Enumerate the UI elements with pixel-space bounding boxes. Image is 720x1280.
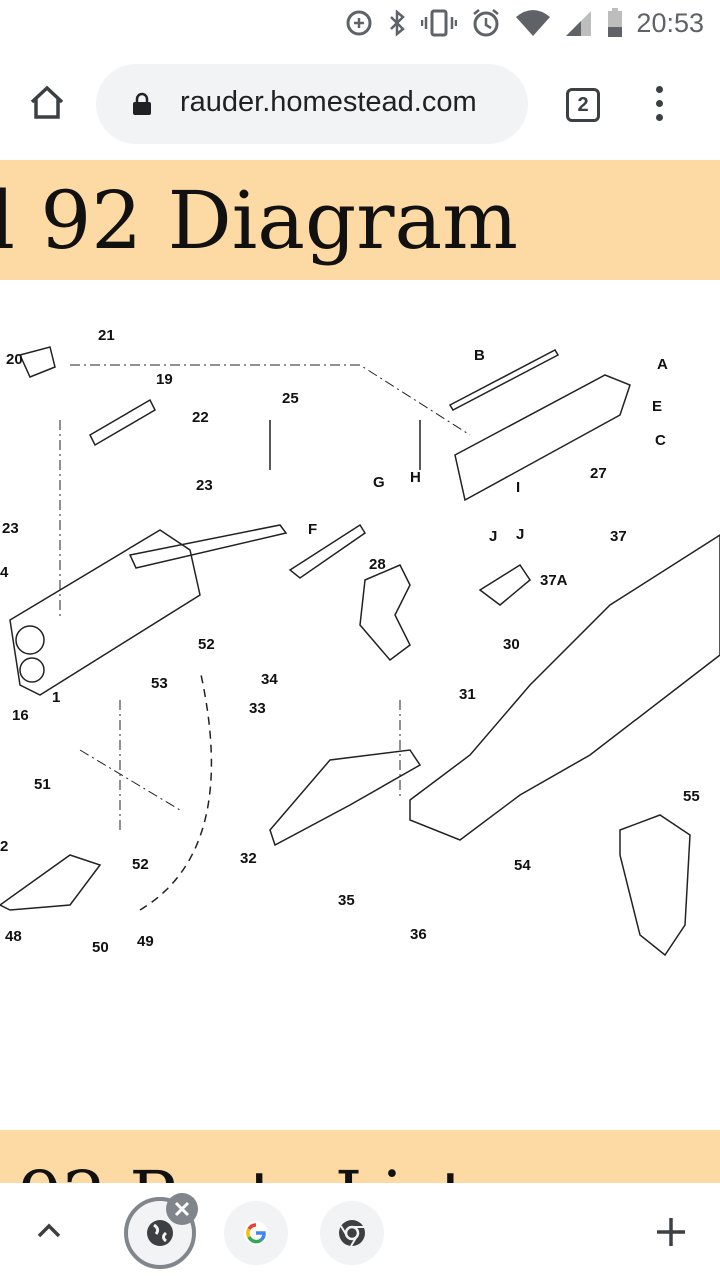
status-icons [345, 8, 623, 38]
part-label: I [516, 479, 520, 496]
part-label: 1 [52, 689, 60, 706]
chevron-up-icon[interactable] [36, 1221, 62, 1239]
receiver-part [9, 529, 201, 696]
part-label: 28 [369, 556, 386, 573]
buttplate-part [619, 814, 691, 957]
stock-part [409, 534, 720, 841]
part-label: J [489, 528, 497, 545]
bluetooth-icon [390, 9, 405, 37]
part-label: 31 [459, 686, 476, 703]
part-label: 30 [503, 636, 520, 653]
status-bar: 20:53 [0, 0, 720, 50]
alarm-icon [473, 9, 499, 37]
part-label: 35 [338, 892, 355, 909]
battery-icon [608, 8, 622, 37]
part-label: J [516, 526, 524, 543]
part-label: 27 [590, 465, 607, 482]
tab-chrome[interactable] [320, 1201, 384, 1265]
part-label: H [410, 469, 421, 486]
part-label: 4 [0, 564, 9, 581]
part-label: 55 [683, 788, 700, 805]
heading-banner: Model 92 Diagram [0, 160, 720, 280]
part-label: 51 [34, 776, 51, 793]
part-label: 23 [196, 477, 213, 494]
tab-current[interactable] [124, 1197, 196, 1269]
part-label: G [373, 474, 385, 491]
part-label: 53 [151, 675, 168, 692]
part-label: 33 [249, 700, 266, 717]
tab-switcher-button[interactable]: 2 [566, 88, 600, 122]
part-label: 20 [6, 351, 23, 368]
trigger-plate-part [269, 749, 422, 847]
chrome-icon [339, 1220, 365, 1247]
data-saver-icon [346, 10, 372, 36]
part-label: 16 [12, 707, 29, 724]
part-label: 19 [156, 371, 173, 388]
part-label: 34 [261, 671, 278, 688]
part-label: 52 [198, 636, 215, 653]
part-label: 50 [92, 939, 109, 956]
wifi-icon [516, 10, 550, 36]
close-tab-button[interactable] [166, 1193, 198, 1225]
part-label: 49 [137, 933, 154, 950]
menu-icon[interactable] [656, 86, 666, 128]
part-label: 36 [410, 926, 427, 943]
signal-icon [566, 11, 591, 36]
part-label: 2 [0, 838, 8, 855]
hammer-part [359, 564, 411, 662]
tab-google[interactable] [224, 1201, 288, 1265]
plus-icon[interactable] [656, 1217, 686, 1247]
part-label: C [655, 432, 666, 449]
lever-part [128, 524, 288, 569]
globe-tab-icon [147, 1220, 173, 1246]
page-title: Model 92 Diagram [0, 174, 518, 267]
tang-part [0, 854, 102, 911]
part-label: 32 [240, 850, 257, 867]
part-label: A [657, 356, 668, 373]
address-bar[interactable]: rauder.homestead.com [96, 64, 528, 144]
part-label: 52 [132, 856, 149, 873]
barrel-part [454, 374, 631, 502]
part-label: E [652, 398, 662, 415]
close-icon [174, 1201, 190, 1217]
part-label: F [308, 521, 317, 538]
vibrate-icon [421, 9, 457, 37]
part-label: 25 [282, 390, 299, 407]
clock: 20:53 [636, 8, 704, 38]
google-icon [244, 1221, 268, 1245]
browser-toolbar: rauder.homestead.com 2 [0, 50, 720, 160]
lock-icon [133, 92, 151, 115]
home-icon[interactable] [28, 84, 66, 120]
part-label: 22 [192, 409, 209, 426]
bottom-toolbar [0, 1183, 720, 1280]
part-label: 37A [540, 572, 568, 589]
parts-list-banner: 92 Parts List [0, 1130, 720, 1183]
parts-list-heading: 92 Parts List [18, 1156, 468, 1183]
part-label: 54 [514, 857, 531, 874]
url-text[interactable]: rauder.homestead.com [180, 86, 477, 118]
part-label: 21 [98, 327, 115, 344]
part-label: 37 [610, 528, 627, 545]
part-label: 48 [5, 928, 22, 945]
part-label: 23 [2, 520, 19, 537]
part-label: B [474, 347, 485, 364]
